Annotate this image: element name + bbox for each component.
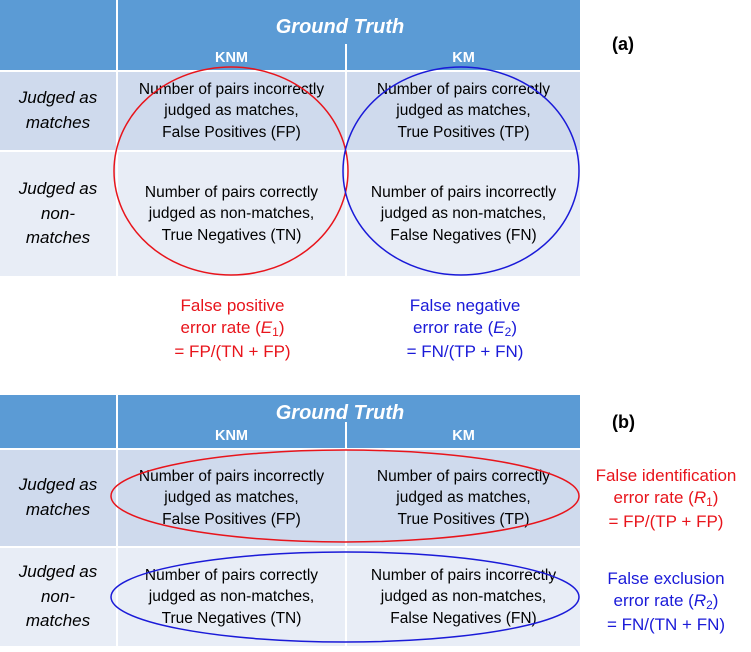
panel-b-col-divider [345,422,347,448]
panel-b-header [0,395,580,448]
panel-b-ground-truth-title: Ground Truth [275,402,405,424]
panel-b-col-km: KM [452,428,475,444]
panel-a-col-km: KM [452,50,475,66]
panel-a-ground-truth-title: Ground Truth [275,16,405,38]
panel-b-false-exclusion-rate: False exclusion error rate (R2) = FN/(TN… [606,569,726,634]
panel-a-col-knm: KNM [214,50,249,66]
panel-b-label: (b) [612,412,635,432]
panel-a-false-negative-rate: False negative error rate (E2) = FN/(TP … [406,296,524,361]
panel-b-col-knm: KNM [214,428,249,444]
panel-b-false-identification-rate: False identification error rate (R1) = F… [595,466,737,531]
panel-a-header [0,0,580,70]
panel-a-col-divider [345,44,347,70]
panel-a-false-positive-rate: False positive error rate (E1) = FP/(TN … [174,296,291,361]
panel-a-label: (a) [612,34,634,54]
panel-b-header-divider [116,395,118,448]
panel-a-header-divider [116,0,118,70]
